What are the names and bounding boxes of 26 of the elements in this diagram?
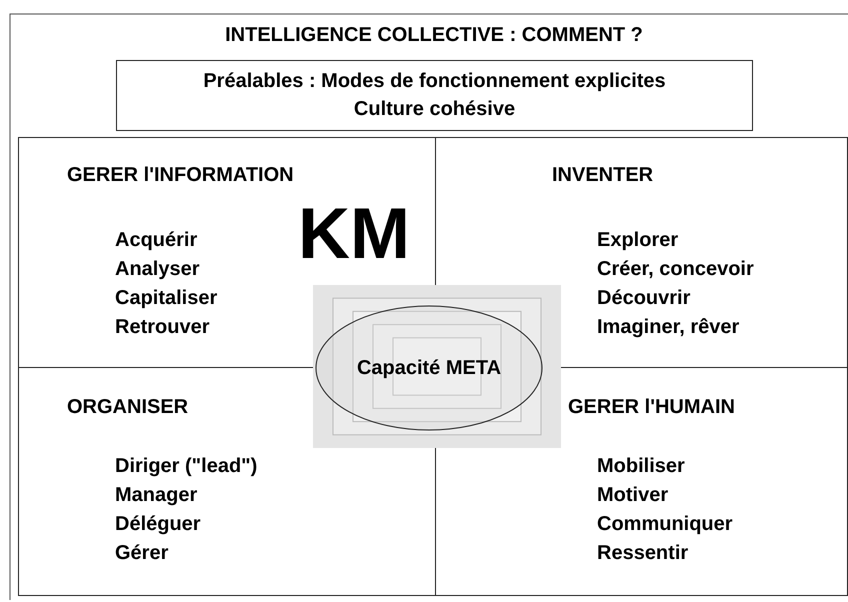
prerequisite-box [116, 60, 753, 131]
list-item: Déléguer [115, 512, 201, 536]
list-item: Imaginer, rêver [597, 315, 740, 339]
big-label: KM [298, 196, 410, 272]
ellipse-label: Capacité META [356, 356, 502, 380]
list-item: Mobiliser [597, 454, 685, 478]
list-item: Ressentir [597, 541, 688, 565]
list-item: Découvrir [597, 286, 690, 310]
quadrant-heading: ORGANISER [67, 396, 188, 419]
list-item: Retrouver [115, 315, 210, 339]
list-item: Analyser [115, 257, 200, 281]
list-item: Communiquer [597, 512, 733, 536]
list-item: Motiver [597, 483, 668, 507]
list-item: Diriger ("lead") [115, 454, 258, 478]
prerequisite-text: Culture cohésive [352, 97, 516, 122]
list-item: Explorer [597, 228, 678, 252]
list-item: Manager [115, 483, 198, 507]
list-item: Gérer [115, 541, 168, 565]
quadrant-heading: GERER l'INFORMATION [67, 164, 294, 187]
quadrant-heading: INVENTER [552, 164, 654, 187]
list-item: Créer, concevoir [597, 257, 754, 281]
quadrant-heading: GERER l'HUMAIN [568, 396, 735, 419]
prerequisite-text: Préalables : Modes de fonctionnement explicites [202, 69, 667, 94]
diagram-title: INTELLIGENCE COLLECTIVE : COMMENT ? [224, 24, 644, 47]
list-item: Acquérir [115, 228, 198, 252]
list-item: Capitaliser [115, 286, 218, 310]
